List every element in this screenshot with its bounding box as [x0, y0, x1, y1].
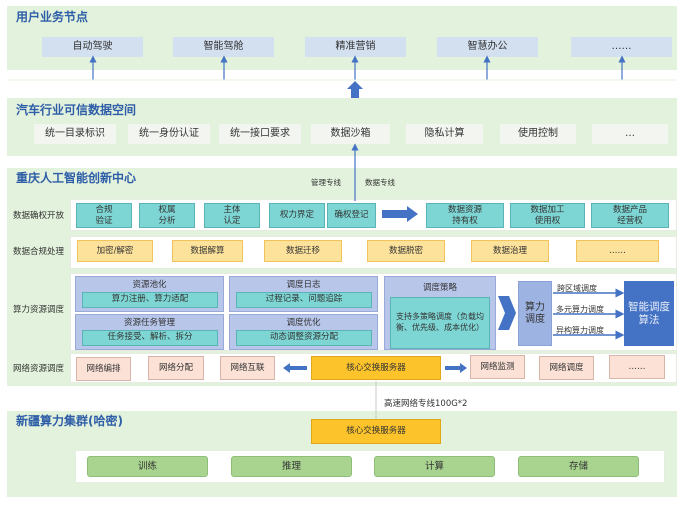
core-switch-chongqing[interactable]: 核心交换服务器 [311, 356, 441, 380]
network-item-orchestration[interactable]: 网络编排 [76, 357, 131, 381]
compliance-item-declassify[interactable]: 数据脱密 [367, 240, 445, 262]
data-space-item-identity-auth[interactable]: 统一身份认证 [128, 124, 210, 144]
cluster-item-compute[interactable]: 计算 [374, 456, 495, 477]
rights-step-ownership-analysis[interactable]: 权属 分析 [139, 203, 195, 228]
intelligent-scheduling-algorithm[interactable]: 智能调度 算法 [624, 281, 674, 346]
data-space-item-privacy-computing[interactable]: 隐私计算 [406, 124, 483, 144]
cluster-item-inference[interactable]: 推理 [231, 456, 352, 477]
data-line-label: 数据专线 [365, 178, 395, 187]
user-layer-title: 用户业务节点 [16, 10, 89, 24]
block-title-scheduling-log: 调度日志 [286, 280, 321, 290]
block-resource-pooling: 资源池化 算力注册、算力适配 [75, 276, 224, 312]
data-space-item-more[interactable]: … [592, 124, 668, 144]
rights-step-subject-identification[interactable]: 主体 认定 [204, 203, 260, 228]
rights-result-processing[interactable]: 数据加工 使用权 [510, 203, 585, 228]
row-label-compute: 算力资源调度 [13, 305, 65, 315]
block-scheduling-optimization: 调度优化 动态调整资源分配 [229, 314, 378, 350]
data-space-title: 汽车行业可信数据空间 [16, 103, 137, 117]
data-space-item-interface[interactable]: 统一接口要求 [219, 124, 301, 144]
block-content-scheduling-log[interactable]: 过程记录、问题追踪 [236, 292, 372, 308]
block-content-scheduling-strategy[interactable]: 支持多策略调度（负载均 衡、优先级、成本优化） [390, 297, 490, 349]
user-node-autonomous-driving[interactable]: 自动驾驶 [42, 37, 143, 57]
data-space-item-sandbox[interactable]: 数据沙箱 [311, 124, 390, 144]
block-title-scheduling-optimization: 调度优化 [286, 318, 321, 328]
user-node-precision-marketing[interactable]: 精准营销 [305, 37, 406, 57]
block-scheduling-strategy: 调度策略 支持多策略调度（负载均 衡、优先级、成本优化） [384, 276, 496, 350]
compliance-item-encryption[interactable]: 加密/解密 [77, 240, 153, 262]
rights-result-operation[interactable]: 数据产品 经营权 [591, 203, 669, 228]
rights-result-holding[interactable]: 数据资源 持有权 [426, 203, 504, 228]
branch-cross-region: 跨区域调度 [557, 284, 597, 293]
network-item-allocation[interactable]: 网络分配 [148, 356, 204, 380]
block-title-resource-pooling: 资源池化 [132, 280, 167, 290]
compliance-item-data-solving[interactable]: 数据解算 [172, 240, 243, 262]
compliance-item-governance[interactable]: 数据治理 [471, 240, 549, 262]
management-line-label: 管理专线 [311, 178, 341, 187]
rights-step-compliance-check[interactable]: 合规 验证 [76, 203, 132, 228]
row-label-compliance: 数据合规处理 [13, 247, 65, 257]
branch-heterogeneous: 异构算力调度 [556, 326, 604, 335]
cluster-item-training[interactable]: 训练 [87, 456, 208, 477]
core-switch-xinjiang[interactable]: 核心交换服务器 [311, 419, 441, 444]
data-space-item-catalog-id[interactable]: 统一目录标识 [34, 124, 116, 144]
network-item-scheduling[interactable]: 网络调度 [539, 356, 594, 380]
block-content-resource-pooling[interactable]: 算力注册、算力适配 [82, 292, 218, 308]
high-speed-link-label: 高速网络专线100G*2 [384, 399, 468, 409]
user-node-more[interactable]: …… [571, 37, 672, 57]
innovation-center-title: 重庆人工智能创新中心 [16, 171, 137, 185]
rights-step-registration[interactable]: 确权登记 [327, 203, 376, 228]
block-scheduling-log: 调度日志 过程记录、问题追踪 [229, 276, 378, 312]
data-space-item-usage-control[interactable]: 使用控制 [500, 124, 576, 144]
row-label-network: 网络资源调度 [13, 364, 65, 374]
branch-multi-compute: 多元算力调度 [556, 305, 604, 314]
cluster-item-storage[interactable]: 存储 [518, 456, 639, 477]
network-item-more[interactable]: …… [609, 355, 665, 379]
compliance-item-migration[interactable]: 数据迁移 [264, 240, 342, 262]
rights-step-rights-definition[interactable]: 权力界定 [269, 203, 325, 228]
compute-scheduler[interactable]: 算力 调度 [518, 281, 552, 346]
block-title-scheduling-strategy: 调度策略 [422, 283, 457, 293]
user-node-smart-cockpit[interactable]: 智能驾舱 [173, 37, 274, 57]
block-title-task-management: 资源任务管理 [123, 318, 175, 328]
big-up-arrow [347, 81, 363, 98]
xinjiang-cluster-title: 新疆算力集群(哈密) [16, 414, 123, 428]
block-task-management: 资源任务管理 任务接受、解析、拆分 [75, 314, 224, 350]
row-label-rights: 数据确权开放 [13, 211, 65, 221]
block-content-scheduling-optimization[interactable]: 动态调整资源分配 [236, 330, 372, 346]
user-node-smart-office[interactable]: 智慧办公 [437, 37, 538, 57]
compliance-item-more[interactable]: …… [576, 240, 659, 262]
network-item-interconnect[interactable]: 网络互联 [220, 356, 275, 380]
network-item-monitoring[interactable]: 网络监测 [470, 355, 525, 379]
block-content-task-management[interactable]: 任务接受、解析、拆分 [82, 330, 218, 346]
